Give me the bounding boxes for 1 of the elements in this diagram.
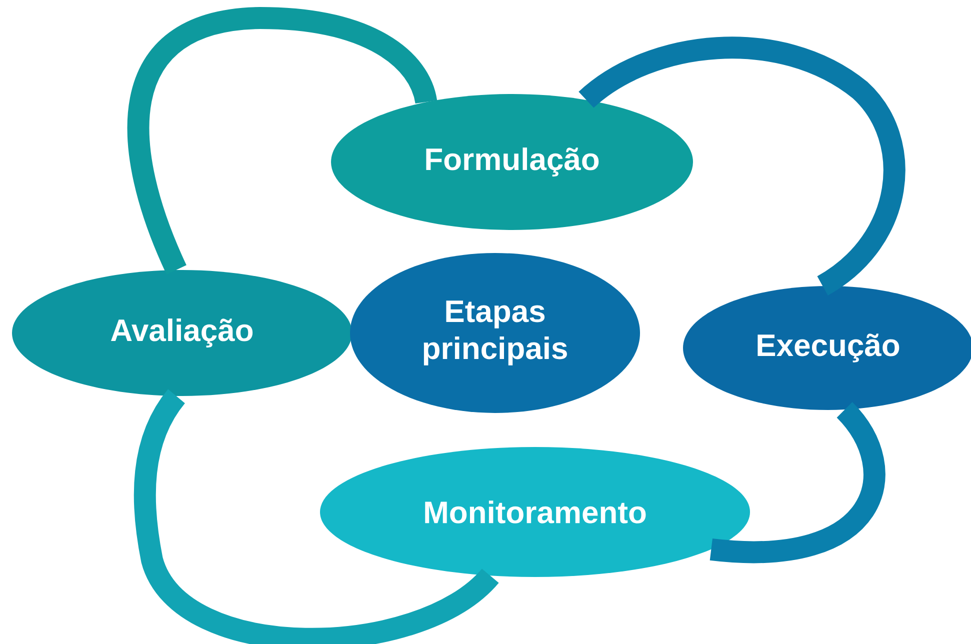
connector-band <box>579 36 906 296</box>
